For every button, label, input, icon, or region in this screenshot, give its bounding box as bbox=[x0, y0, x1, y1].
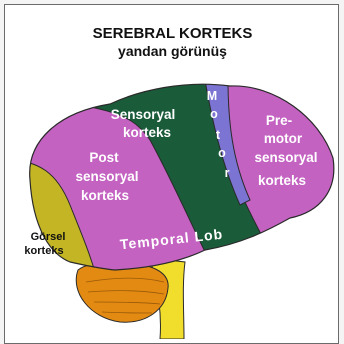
premotor-label-line4: korteks bbox=[258, 173, 306, 188]
premotor-label-line3: sensoryal bbox=[254, 150, 317, 165]
motor-letter-4: o bbox=[218, 146, 226, 160]
motor-letter-1: M bbox=[207, 89, 217, 103]
motor-letter-2: o bbox=[210, 107, 218, 121]
motor-letter-5: r bbox=[225, 166, 230, 180]
visual-label-line2: korteks bbox=[24, 245, 63, 257]
sensory-label-line2: korteks bbox=[123, 125, 171, 140]
sensory-label-line1: Sensoryal bbox=[111, 107, 176, 122]
post-label-line3: korteks bbox=[81, 188, 129, 203]
premotor-label-line2: motor bbox=[264, 131, 303, 146]
premotor-label-line1: Pre- bbox=[266, 113, 292, 128]
post-label-line2: sensoryal bbox=[75, 169, 138, 184]
visual-label-line1: Görsel bbox=[31, 231, 66, 243]
post-label-line1: Post bbox=[89, 150, 119, 165]
